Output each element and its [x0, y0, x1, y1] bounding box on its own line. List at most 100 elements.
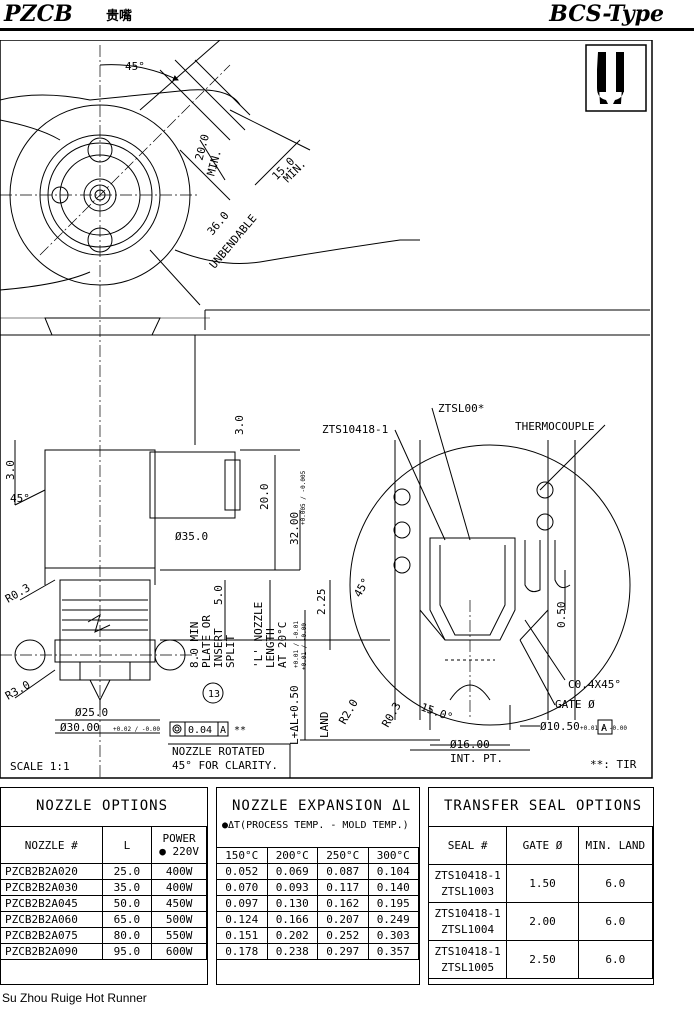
gdt-datum: A [220, 725, 226, 736]
page-header: PZCB 贵嘴 BCS-Type [0, 0, 694, 40]
label-int-pt: INT. PT. [450, 752, 503, 765]
callout-13: 13 [208, 689, 220, 700]
label-dim-36: 36.0 [205, 209, 232, 238]
header-min-land: MIN. LAND [577, 826, 654, 865]
detail-view [329, 407, 631, 751]
side-view [0, 440, 440, 778]
label-land: LAND [318, 712, 331, 739]
cell-150: 0.178 [216, 943, 268, 960]
nozzle-expansion-subtitle: ●ΔT(PROCESS TEMP. - MOLD TEMP.) [222, 820, 409, 831]
cell-seal-part: ZTS10418-1 [434, 868, 501, 882]
brand-logo: PZCB [4, 1, 73, 27]
label-dim-32: 32.00 [288, 512, 301, 545]
label-dim-20b: 20.0 [258, 484, 271, 511]
cell-300: 0.303 [367, 927, 419, 944]
cell-200: 0.130 [266, 895, 318, 912]
cell-300: 0.195 [367, 895, 419, 912]
cell-nozzle: PZCB2B2A090 [0, 943, 103, 960]
cell-l: 25.0 [101, 863, 153, 880]
cell-nozzle: PZCB2B2A060 [0, 911, 103, 928]
cell-l: 35.0 [101, 879, 153, 896]
cell-200: 0.202 [266, 927, 318, 944]
cell-150: 0.097 [216, 895, 268, 912]
header-rule [0, 28, 694, 31]
label-datum-a: A [601, 723, 607, 734]
label-phi-30: Ø30.00 [60, 721, 100, 734]
label-l-nozzle: 'L' NOZZLE [252, 602, 265, 668]
cell-150: 0.151 [216, 927, 268, 944]
cell-seal-land: ZTSL1004 [441, 922, 495, 936]
header-l: L [101, 826, 153, 864]
label-45: 45° [351, 576, 372, 600]
u-type-icon [585, 44, 647, 112]
header-power-label: POWER [162, 832, 196, 845]
cell-power: 450W [151, 895, 207, 912]
label-phi-16: Ø16.00 [450, 738, 490, 751]
cell-250: 0.207 [317, 911, 369, 928]
header-300: 300°C [367, 847, 419, 864]
cell-200: 0.166 [266, 911, 318, 928]
gdt-value: 0.04 [188, 725, 212, 736]
label-dim-32-tol: +0.005 / -0.005 [300, 470, 307, 525]
cell-nozzle: PZCB2B2A045 [0, 895, 103, 912]
label-r2: R2.0 [336, 697, 361, 726]
label-r03-detail: R0.3 [379, 700, 404, 729]
cell-nozzle: PZCB2B2A030 [0, 879, 103, 896]
label-0-50: 0.50 [555, 602, 568, 629]
cell-seal-land: ZTSL1005 [441, 960, 495, 974]
cell-l: 65.0 [101, 911, 153, 928]
cell-l: 95.0 [101, 943, 153, 960]
label-dim-5: 5.0 [212, 585, 225, 605]
cell-power: 400W [151, 879, 207, 896]
header-150: 150°C [216, 847, 268, 864]
cell-power: 600W [151, 943, 207, 960]
cell-seal-land: ZTSL1003 [441, 884, 495, 898]
label-c04: C0.4X45° [568, 678, 621, 691]
cell-gate: 1.50 [506, 864, 579, 903]
footer-company: Su Zhou Ruige Hot Runner [2, 991, 147, 1005]
header-gate: GATE Ø [506, 826, 579, 865]
label-angle-45: 45° [125, 60, 145, 73]
header-250: 250°C [317, 847, 369, 864]
label-dim-3b: 3.0 [4, 460, 17, 480]
technical-drawing: 45° 20.0 MIN. 15.0 MIN. 36.0 UNBENDABLE [0, 40, 653, 780]
cell-200: 0.238 [266, 943, 318, 960]
label-dim-45b: 45° [10, 492, 30, 505]
top-view [0, 40, 650, 780]
cell-150: 0.052 [216, 863, 268, 880]
label-l-at-20: AT 20°C [276, 622, 289, 668]
side-view-labels: 3.0 3.0 45° 20.0 32.00 +0.005 / -0.005 Ø… [3, 415, 637, 773]
header-200: 200°C [266, 847, 318, 864]
header-power: POWER ● 220V [151, 826, 207, 864]
cell-gate: 2.50 [506, 940, 579, 979]
note-rotated-2: 45° FOR CLARITY. [172, 759, 278, 772]
label-l-length: LENGTH [264, 628, 277, 668]
cell-250: 0.297 [317, 943, 369, 960]
label-l-plus: L+ΔL+0.50 [288, 685, 301, 745]
cell-200: 0.069 [266, 863, 318, 880]
cell-power: 400W [151, 863, 207, 880]
label-plate: PLATE OR [200, 615, 213, 668]
series-title: BCS-Type [549, 1, 664, 27]
tir-note: **: TIR [590, 758, 637, 771]
cell-gate: 2.00 [506, 902, 579, 941]
cell-nozzle: PZCB2B2A020 [0, 863, 103, 880]
cell-150: 0.124 [216, 911, 268, 928]
detail-view-labels: ZTS10418-1 ZTSL00* THERMOCOUPLE 2.25 45°… [315, 402, 627, 765]
cell-l: 50.0 [101, 895, 153, 912]
drawing-frame [0, 40, 653, 779]
transfer-seal-title: TRANSFER SEAL OPTIONS [444, 798, 643, 814]
